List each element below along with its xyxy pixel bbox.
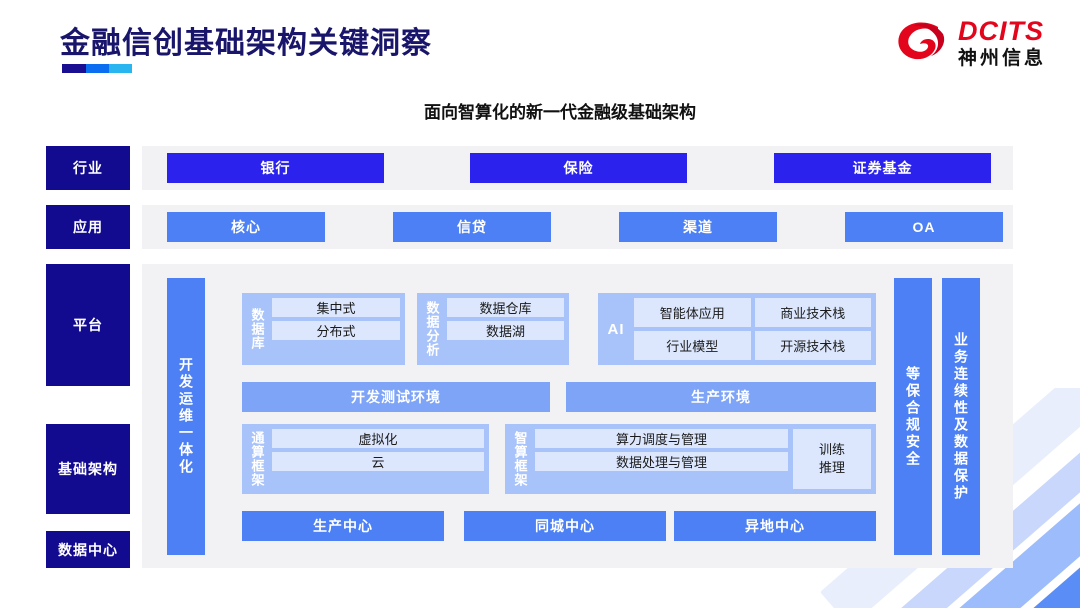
item-inference-label: 推理 (818, 460, 845, 475)
group-label-database: 数据库 (249, 308, 265, 350)
group-intelligent-compute-framework: 智算框架 算力调度与管理 数据处理与管理 训练 推理 (505, 424, 876, 494)
layer-label-application: 应用 (46, 205, 130, 249)
dcits-swirl-icon (898, 22, 945, 60)
company-logo: DCITS 神州信息 (894, 18, 1046, 68)
application-box-core[interactable]: 核心 (167, 212, 325, 242)
env-box-dev-test[interactable]: 开发测试环境 (242, 382, 550, 412)
layer-label-infrastructure: 基础架构 (46, 424, 130, 514)
item-data-warehouse[interactable]: 数据仓库 (447, 298, 564, 317)
vertical-bar-security[interactable]: 等保合规安全 (894, 278, 932, 555)
group-label-data-analysis: 数据分析 (424, 301, 440, 357)
group-general-compute-framework: 通算框架 虚拟化 云 (242, 424, 489, 494)
datacenter-box-remote[interactable]: 异地中心 (674, 511, 876, 541)
group-label-intelligent-compute: 智算框架 (512, 431, 528, 487)
layer-label-datacenter: 数据中心 (46, 531, 130, 568)
item-virtualization[interactable]: 虚拟化 (272, 429, 484, 448)
item-compute-scheduling[interactable]: 算力调度与管理 (535, 429, 788, 448)
item-centralized[interactable]: 集中式 (272, 298, 400, 317)
vertical-bar-business-continuity[interactable]: 业务连续性及数据保护 (942, 278, 980, 555)
item-training-label: 训练 (818, 441, 845, 457)
group-data-analysis: 数据分析 数据仓库 数据湖 (417, 293, 569, 365)
industry-box-securities-fund[interactable]: 证券基金 (774, 153, 991, 183)
datacenter-box-metro[interactable]: 同城中心 (464, 511, 666, 541)
industry-box-bank[interactable]: 银行 (167, 153, 384, 183)
logo-text-cn: 神州信息 (957, 48, 1046, 69)
page-title: 金融信创基础架构关键洞察 (60, 27, 432, 60)
logo-text-en: DCITS (957, 16, 1044, 46)
item-training-inference[interactable]: 训练 推理 (793, 429, 871, 489)
group-database: 数据库 集中式 分布式 (242, 293, 405, 365)
application-box-channel[interactable]: 渠道 (619, 212, 777, 242)
item-data-processing[interactable]: 数据处理与管理 (535, 452, 788, 471)
group-label-general-compute: 通算框架 (249, 431, 265, 487)
application-row-panel: 核心 信贷 渠道 OA (142, 205, 1013, 249)
item-industry-model[interactable]: 行业模型 (634, 331, 751, 360)
platform-main-panel: 开发运维一体化 等保合规安全 业务连续性及数据保护 数据库 集中式 分布式 数据… (142, 264, 1013, 568)
item-cloud[interactable]: 云 (272, 452, 484, 471)
item-commercial-stack[interactable]: 商业技术栈 (754, 298, 871, 327)
group-ai: AI 智能体应用 商业技术栈 行业模型 开源技术栈 (598, 293, 876, 365)
datacenter-box-production[interactable]: 生产中心 (242, 511, 444, 541)
env-box-production[interactable]: 生产环境 (566, 382, 876, 412)
item-distributed[interactable]: 分布式 (272, 321, 400, 340)
industry-row-panel: 银行 保险 证券基金 (142, 146, 1013, 190)
group-label-ai: AI (607, 320, 625, 338)
layer-label-industry: 行业 (46, 146, 130, 190)
title-underline-rule (62, 64, 132, 73)
industry-box-insurance[interactable]: 保险 (470, 153, 687, 183)
item-data-lake[interactable]: 数据湖 (447, 321, 564, 340)
layer-label-platform: 平台 (46, 264, 130, 386)
item-opensource-stack[interactable]: 开源技术栈 (754, 331, 871, 360)
application-box-oa[interactable]: OA (845, 212, 1003, 242)
item-agent-application[interactable]: 智能体应用 (634, 298, 751, 327)
vertical-bar-devops[interactable]: 开发运维一体化 (167, 278, 205, 555)
application-box-credit[interactable]: 信贷 (393, 212, 551, 242)
page-subtitle: 面向智算化的新一代金融级基础架构 (424, 103, 696, 122)
